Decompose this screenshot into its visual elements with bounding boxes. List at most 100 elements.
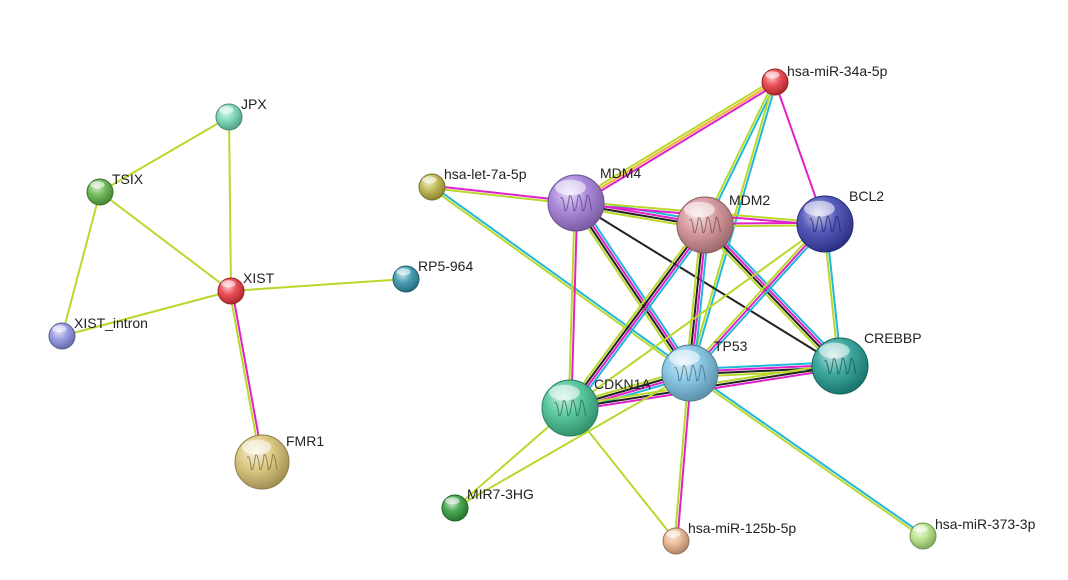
edge-mdm4-crebbp (575, 202, 841, 367)
edge-strand-databases (706, 221, 844, 365)
edge-strand-experiments (704, 223, 842, 367)
node-label: TSIX (112, 171, 144, 187)
protein-structure-icon (824, 357, 856, 375)
edge-strand-databases (431, 184, 692, 373)
edge-xist-rp5-964 (230, 278, 407, 292)
node-hsa-mir-125b-5p[interactable]: hsa-miR-125b-5p (662, 520, 796, 555)
edge-strand-textmining (230, 278, 407, 292)
node-label: RP5-964 (418, 258, 473, 274)
node-fmr1[interactable]: FMR1 (234, 433, 324, 490)
edge-mdm4-cdkn1a (567, 201, 579, 410)
node-label: BCL2 (849, 188, 884, 204)
edge-strand-textmining (571, 204, 688, 377)
edge-jpx-xist (228, 116, 232, 292)
node-cdkn1a[interactable]: CDKN1A (541, 376, 651, 437)
edge-strand-textmining (99, 116, 230, 193)
edge-tsix-xist (99, 191, 232, 292)
edge-strand-databases (690, 81, 778, 375)
node-highlight (241, 439, 272, 455)
node-highlight (221, 280, 236, 288)
node-bcl2[interactable]: BCL2 (796, 188, 884, 253)
node-highlight (913, 525, 928, 533)
edge-strand-databases (572, 226, 710, 412)
node-highlight (669, 349, 700, 366)
node-highlight (804, 200, 835, 217)
node-label: JPX (241, 96, 267, 112)
node-highlight (445, 497, 460, 505)
edge-strand-homology (575, 81, 776, 204)
edge-bcl2-cdkn1a (569, 223, 826, 409)
node-label: hsa-miR-125b-5p (688, 520, 796, 536)
node-label: hsa-let-7a-5p (444, 166, 527, 182)
node-mdm2[interactable]: MDM2 (676, 192, 770, 254)
edge-strand-databases (690, 224, 828, 376)
edge-tp53-mir7-3hg (454, 372, 691, 509)
edge-strand-textmining (687, 221, 825, 373)
node-tp53[interactable]: TP53 (661, 338, 748, 402)
node-rp5-964[interactable]: RP5-964 (392, 258, 473, 293)
node-xist-intron[interactable]: XIST_intron (48, 315, 148, 350)
edge-strand-textmining (569, 223, 826, 409)
edge-strand-experiments (231, 289, 265, 463)
edge-strand-experiments (570, 202, 579, 410)
edge-strand-coexpression (573, 202, 690, 375)
node-label: TP53 (714, 338, 748, 354)
node-label: hsa-miR-34a-5p (787, 63, 888, 79)
edge-strand-textmining (430, 187, 691, 376)
node-label: XIST_intron (74, 315, 148, 331)
node-label: XIST (243, 270, 275, 286)
edge-xist-fmr1 (228, 289, 265, 464)
node-jpx[interactable]: JPX (215, 96, 267, 131)
edge-strand-textmining (99, 191, 232, 292)
node-label: FMR1 (286, 433, 324, 449)
node-highlight (819, 342, 850, 359)
edge-hsa-mir-34a-5p-mdm4 (573, 78, 778, 207)
edge-layer (61, 78, 925, 543)
node-label: MDM4 (600, 165, 641, 181)
node-highlight (666, 530, 681, 538)
protein-structure-icon (674, 364, 706, 382)
node-highlight (549, 384, 580, 401)
protein-structure-icon (560, 194, 592, 212)
edge-strand-experiments (576, 201, 693, 374)
node-label: CREBBP (864, 330, 922, 346)
node-highlight (90, 181, 105, 189)
node-label: CDKN1A (594, 376, 651, 392)
node-highlight (555, 179, 586, 196)
node-label: MIR7-3HG (467, 486, 534, 502)
edge-strand-textmining (565, 221, 703, 407)
node-mdm4[interactable]: MDM4 (547, 165, 641, 232)
node-hsa-mir-373-3p[interactable]: hsa-miR-373-3p (909, 516, 1036, 550)
edge-bcl2-tp53 (687, 221, 828, 376)
node-highlight (52, 325, 67, 333)
node-mir7-3hg[interactable]: MIR7-3HG (441, 486, 534, 522)
edge-strand-textmining (61, 191, 101, 337)
edge-strand-databases (578, 199, 695, 372)
protein-structure-icon (554, 399, 586, 417)
edge-xist-xist-intron (61, 290, 232, 337)
edge-strand-coexpression (703, 224, 841, 368)
node-highlight (219, 106, 234, 114)
edge-strand-textmining (701, 226, 839, 370)
protein-structure-icon (809, 215, 841, 233)
edge-strand-textmining (688, 373, 924, 539)
edge-mdm2-cdkn1a (565, 221, 710, 412)
edge-strand-textmining (228, 290, 262, 464)
edge-strand-textmining (61, 290, 232, 337)
node-crebbp[interactable]: CREBBP (811, 330, 922, 395)
node-label: hsa-miR-373-3p (935, 516, 1036, 532)
node-label: MDM2 (729, 192, 770, 208)
node-highlight (396, 268, 411, 276)
edge-hsa-let-7a-5p-tp53 (430, 184, 692, 376)
node-tsix[interactable]: TSIX (86, 171, 144, 206)
edge-strand-experiments (576, 83, 778, 207)
edge-strand-textmining (573, 78, 775, 202)
node-xist[interactable]: XIST (217, 270, 275, 305)
node-hsa-mir-34a-5p[interactable]: hsa-miR-34a-5p (761, 63, 888, 96)
edge-strand-experiments (570, 224, 708, 410)
edge-strand-textmining (567, 201, 576, 409)
node-hsa-let-7a-5p[interactable]: hsa-let-7a-5p (418, 166, 527, 201)
edge-mdm2-crebbp (701, 221, 844, 370)
node-highlight (422, 176, 437, 184)
